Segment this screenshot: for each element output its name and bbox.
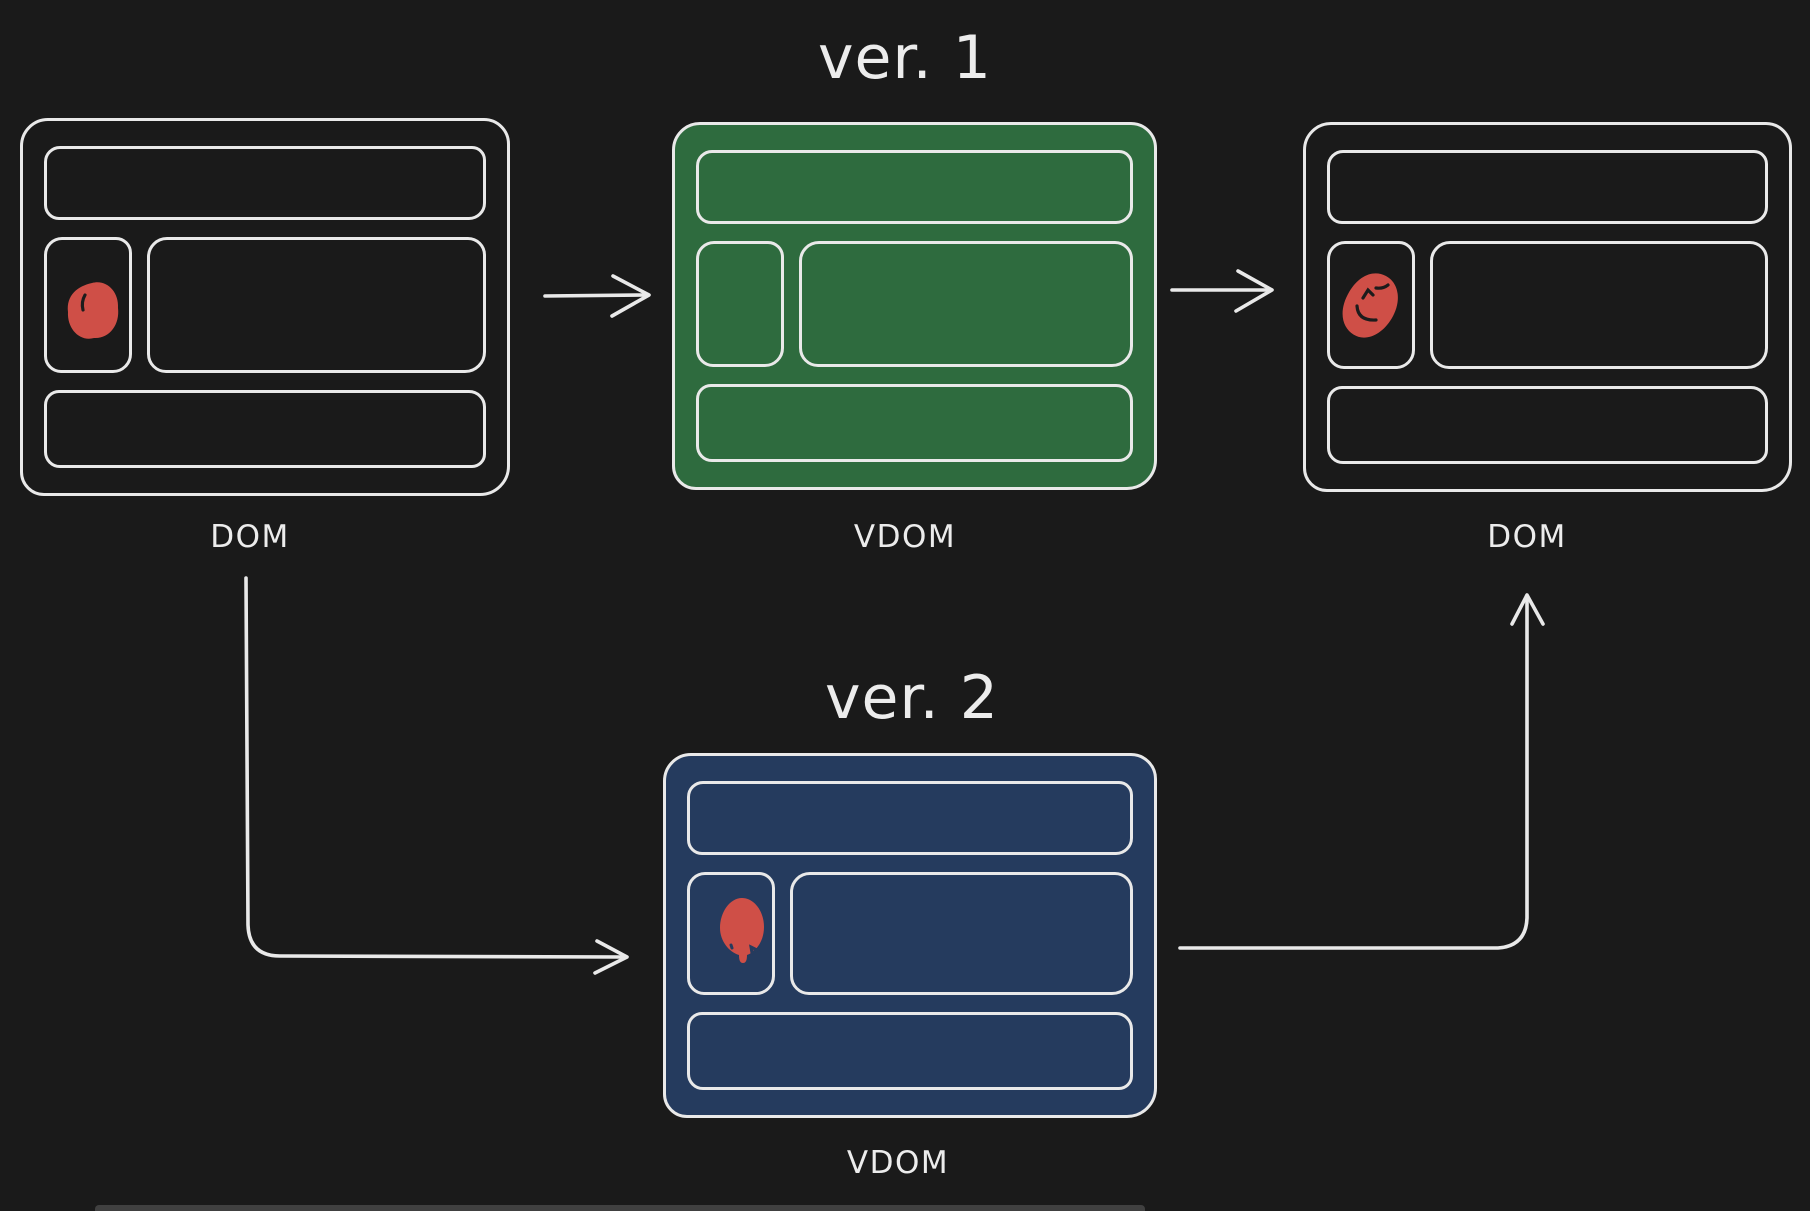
content-box (790, 872, 1133, 995)
header-bar (687, 781, 1133, 855)
footer-bar (1327, 386, 1768, 464)
middle-row (1327, 241, 1768, 369)
footer-bar (696, 384, 1133, 462)
middle-row (687, 872, 1133, 995)
arrow-dom-to-vdom2-icon (244, 576, 629, 975)
vdom-v2-label: VDOM (846, 1145, 950, 1181)
content-box (1430, 241, 1768, 369)
arrow-vdom1-to-dom-icon (1170, 269, 1274, 313)
dom-left-label: DOM (210, 519, 290, 555)
sidebar-box (1327, 241, 1415, 369)
vdom-card-v1 (672, 122, 1157, 490)
vdom-card-v2 (663, 753, 1157, 1118)
arrow-vdom2-to-dom-icon (1178, 593, 1545, 950)
header-bar (44, 146, 486, 220)
dom-card-initial (20, 118, 510, 496)
vdom-v1-label: VDOM (853, 519, 957, 555)
sidebar-box (44, 237, 132, 373)
sidebar-box (696, 241, 784, 367)
version-1-title: ver. 1 (818, 23, 992, 93)
dom-card-result (1303, 122, 1792, 492)
dom-right-label: DOM (1487, 519, 1567, 555)
bottom-edge-divider (95, 1205, 1145, 1211)
header-bar (1327, 150, 1768, 224)
sidebar-box (687, 872, 775, 995)
footer-bar (44, 390, 486, 468)
version-2-title: ver. 2 (825, 663, 999, 733)
content-box (799, 241, 1133, 367)
footer-bar (687, 1012, 1133, 1090)
arrow-dom-to-vdom1-icon (543, 274, 651, 318)
middle-row (696, 241, 1133, 367)
header-bar (696, 150, 1133, 224)
middle-row (44, 237, 486, 373)
content-box (147, 237, 486, 373)
